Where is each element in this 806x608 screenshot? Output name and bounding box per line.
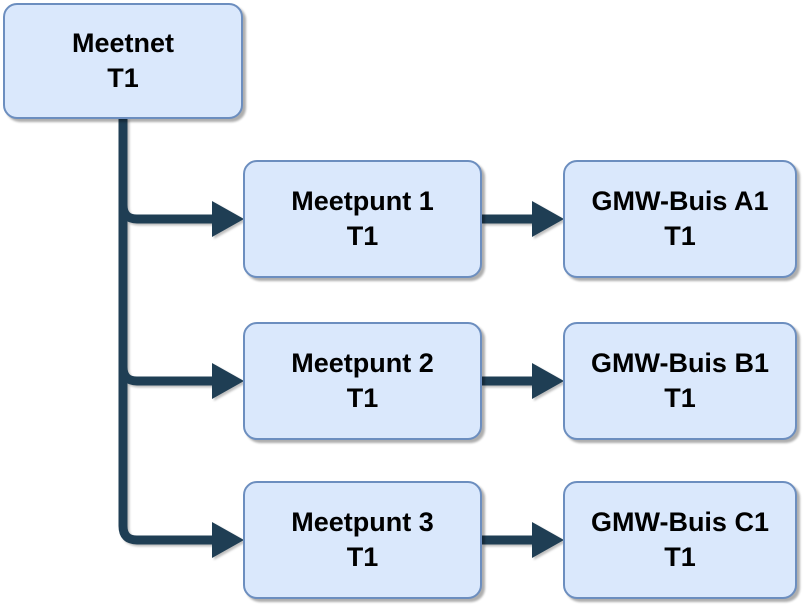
node-sublabel: T1: [346, 383, 379, 413]
node-sublabel: T1: [346, 221, 379, 251]
node-meetpunt3: Meetpunt 3 T1: [243, 481, 482, 599]
arrowhead-gmw-b1-icon: [532, 363, 564, 399]
node-sublabel: T1: [346, 542, 379, 572]
arrowhead-meetpunt2-icon: [212, 363, 244, 399]
node-gmw-buis-a1: GMW-Buis A1 T1: [563, 160, 797, 278]
node-label: Meetpunt 2: [291, 348, 434, 378]
node-meetnet: Meetnet T1: [3, 3, 243, 119]
node-label: GMW-Buis B1: [591, 348, 769, 378]
edge-meetnet-meetpunt3: [118, 118, 212, 545]
arrowhead-gmw-a1-icon: [532, 201, 564, 237]
node-meetpunt1: Meetpunt 1 T1: [243, 160, 482, 278]
node-sublabel: T1: [664, 221, 696, 251]
node-sublabel: T1: [664, 542, 696, 572]
edge-meetnet-meetpunt1: [118, 118, 212, 224]
edge-meetnet-meetpunt2: [118, 118, 212, 386]
node-label: Meetpunt 3: [291, 507, 434, 537]
node-label: Meetpunt 1: [291, 186, 434, 216]
arrowhead-gmw-c1-icon: [532, 522, 564, 558]
node-sublabel: T1: [107, 63, 139, 93]
node-sublabel: T1: [664, 383, 696, 413]
arrowhead-meetpunt1-icon: [212, 201, 244, 237]
node-label: GMW-Buis A1: [591, 186, 769, 216]
node-label: Meetnet: [71, 28, 174, 58]
node-meetpunt2: Meetpunt 2 T1: [243, 322, 482, 440]
node-gmw-buis-c1: GMW-Buis C1 T1: [563, 481, 797, 599]
node-gmw-buis-b1: GMW-Buis B1 T1: [563, 322, 797, 440]
arrowhead-meetpunt3-icon: [212, 522, 244, 558]
node-label: GMW-Buis C1: [591, 507, 769, 537]
